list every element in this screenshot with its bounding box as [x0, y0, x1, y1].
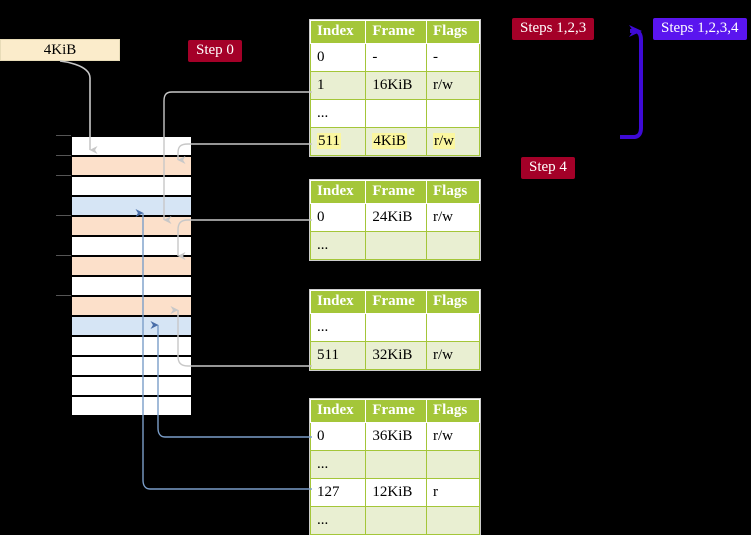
table-row[interactable]: 511 4KiB r/w — [309, 127, 481, 156]
memory-frame-row — [72, 176, 191, 196]
table-cell: 511 — [309, 341, 367, 370]
table-cell: 12KiB — [365, 478, 427, 507]
table-cell: - — [425, 43, 481, 72]
memory-frame-row — [72, 216, 191, 236]
highlighted-value: 511 — [317, 132, 341, 149]
column-header-flags: Flags — [425, 399, 481, 423]
badge-step-4: Step 4 — [521, 157, 575, 179]
memory-frame-row — [72, 276, 191, 296]
table-row[interactable]: ... — [309, 313, 481, 342]
column-header-index: Index — [309, 399, 367, 423]
column-header-index: Index — [309, 180, 367, 204]
table-cell: r/w — [425, 203, 481, 232]
physical-memory-column — [71, 135, 191, 416]
table-cell: 0 — [309, 422, 367, 451]
memory-frame-row — [72, 376, 191, 396]
table-row[interactable]: 0-- — [309, 43, 481, 72]
wire-steps-bracket — [620, 25, 643, 139]
table-cell — [365, 450, 427, 479]
table-cell: r/w — [425, 127, 481, 156]
memory-boundary-tick — [56, 215, 71, 216]
badge-steps-123: Steps 1,2,3 — [512, 18, 595, 40]
table-cell: r — [425, 478, 481, 507]
column-header-index: Index — [309, 290, 367, 314]
table-cell — [365, 313, 427, 342]
memory-frame-row — [72, 136, 191, 156]
memory-frame-row — [72, 156, 191, 176]
wire-table2-row0-to-memory — [177, 219, 312, 260]
table-cell: ... — [309, 99, 367, 128]
table-cell — [365, 231, 427, 260]
highlighted-value: 4KiB — [372, 132, 407, 149]
table-cell: - — [365, 43, 427, 72]
table-cell: 1 — [309, 71, 367, 100]
wire-table3-row511-to-memory — [170, 306, 312, 367]
table-cell — [365, 506, 427, 535]
table-cell: ... — [309, 450, 367, 479]
column-header-frame: Frame — [365, 290, 427, 314]
table-cell: 36KiB — [365, 422, 427, 451]
table-cell: 32KiB — [365, 341, 427, 370]
table-cell: 16KiB — [365, 71, 427, 100]
table-cell: ... — [309, 313, 367, 342]
badge-step-0: Step 0 — [188, 40, 242, 62]
table-cell: 24KiB — [365, 203, 427, 232]
memory-boundary-tick — [56, 255, 71, 256]
table-cell: 0 — [309, 43, 367, 72]
table-row[interactable]: ... — [309, 506, 481, 535]
memory-frame-row — [72, 256, 191, 276]
table-cell — [425, 231, 481, 260]
memory-size-label: 4KiB — [0, 39, 120, 61]
table-cell — [425, 99, 481, 128]
table-cell — [425, 313, 481, 342]
column-header-flags: Flags — [425, 180, 481, 204]
memory-frame-row — [72, 296, 191, 316]
memory-frame-row — [72, 196, 191, 216]
column-header-flags: Flags — [425, 20, 481, 44]
table-row[interactable]: ... — [309, 450, 481, 479]
table-cell: 4KiB — [365, 127, 427, 156]
highlighted-value: r/w — [432, 132, 455, 149]
table-cell: ... — [309, 506, 367, 535]
memory-frame-row — [72, 396, 191, 416]
memory-boundary-tick — [56, 135, 71, 136]
table-row[interactable]: ... — [309, 231, 481, 260]
wire-table1-row511-to-memory — [177, 143, 312, 164]
table-row[interactable]: ... — [309, 99, 481, 128]
table-cell — [425, 450, 481, 479]
badge-steps-1234: Steps 1,2,3,4 — [653, 18, 747, 40]
memory-frame-row — [72, 336, 191, 356]
table-cell: 127 — [309, 478, 367, 507]
column-header-frame: Frame — [365, 20, 427, 44]
table-cell — [425, 506, 481, 535]
memory-frame-row — [72, 236, 191, 256]
column-header-index: Index — [309, 20, 367, 44]
table-cell: r/w — [425, 71, 481, 100]
table-cell: r/w — [425, 422, 481, 451]
table-cell: 511 — [309, 127, 367, 156]
table-cell: ... — [309, 231, 367, 260]
memory-boundary-tick — [56, 295, 71, 296]
table-cell — [365, 99, 427, 128]
column-header-flags: Flags — [425, 290, 481, 314]
memory-frame-row — [72, 316, 191, 336]
table-cell: 0 — [309, 203, 367, 232]
memory-boundary-tick — [56, 175, 71, 176]
memory-frame-row — [72, 356, 191, 376]
column-header-frame: Frame — [365, 180, 427, 204]
table-cell: r/w — [425, 341, 481, 370]
memory-boundary-tick — [56, 155, 71, 156]
column-header-frame: Frame — [365, 399, 427, 423]
